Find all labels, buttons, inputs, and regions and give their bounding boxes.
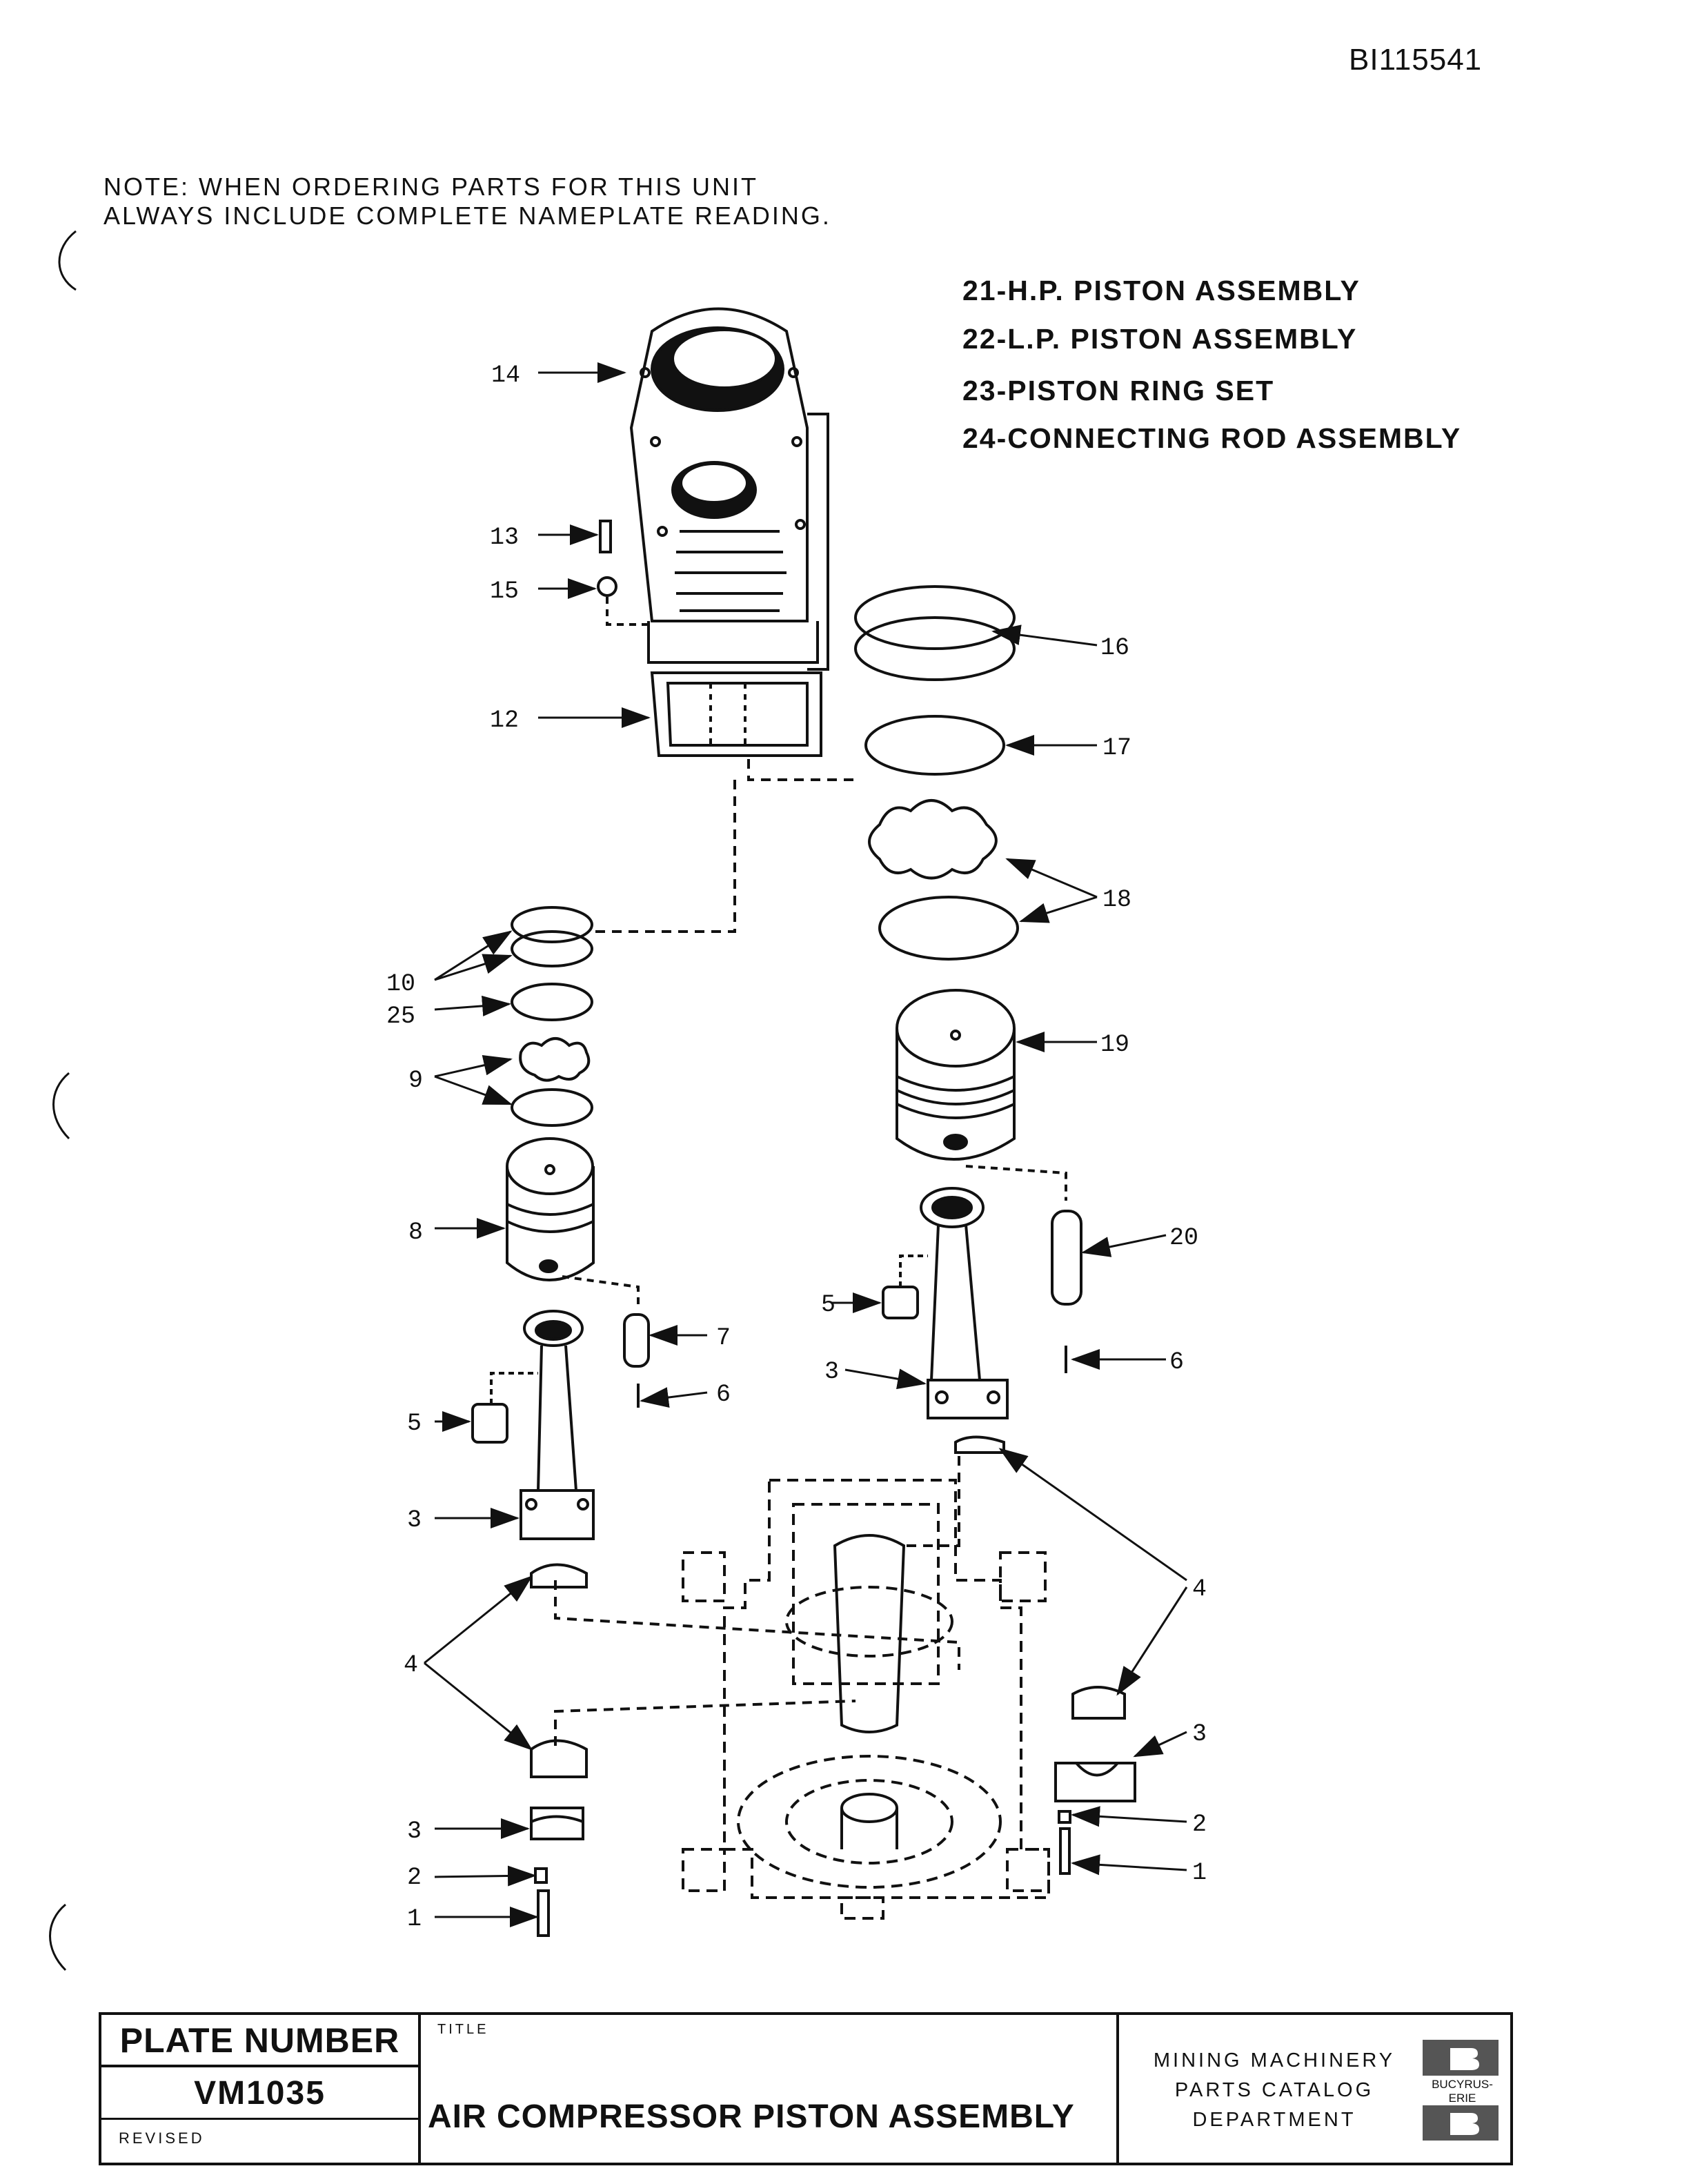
- ordering-note-line-1: NOTE: WHEN ORDERING PARTS FOR THIS UNIT: [103, 173, 759, 201]
- hp-wrist-pin: [623, 1313, 650, 1368]
- lp-piston-ring-oil: [864, 715, 1005, 776]
- callout-18: 18: [1102, 886, 1131, 914]
- lp-rod-bushing: [882, 1286, 919, 1319]
- logo-caption: BUCYRUS-ERIE: [1423, 2078, 1502, 2105]
- lp-piston-ring-lower: [854, 616, 1016, 681]
- department-line-2: PARTS CATALOG: [1174, 2079, 1374, 2101]
- document-id: BI115541: [1349, 43, 1483, 77]
- hp-piston: [506, 1137, 595, 1281]
- binder-hole-mark-top: [58, 230, 77, 291]
- legend-item-22: 22-L.P. PISTON ASSEMBLY: [962, 323, 1358, 355]
- hp-ring-expander: [519, 1037, 591, 1082]
- legend-item-23: 23-PISTON RING SET: [962, 375, 1275, 406]
- lp-cap-washer: [1058, 1810, 1071, 1824]
- callout-19: 19: [1100, 1031, 1129, 1059]
- revised-cell: REVISED: [101, 2120, 421, 2165]
- cylinder-gasket: [650, 671, 822, 757]
- plate-number-label: PLATE NUMBER: [101, 2015, 421, 2067]
- hp-piston-ring-upper: [511, 906, 593, 943]
- callout-25: 25: [386, 1003, 415, 1030]
- hp-cap-bolt: [537, 1889, 550, 1937]
- callout-9: 9: [408, 1067, 423, 1094]
- callout-2-right: 2: [1192, 1811, 1207, 1838]
- legend-item-21: 21-H.P. PISTON ASSEMBLY: [962, 275, 1361, 306]
- callout-17: 17: [1102, 734, 1131, 762]
- callout-12: 12: [490, 707, 519, 734]
- hp-rod-bushing: [471, 1403, 508, 1444]
- hp-connecting-rod: [520, 1310, 595, 1588]
- title-cell: TITLE AIR COMPRESSOR PISTON ASSEMBLY: [421, 2015, 1119, 2165]
- hp-piston-ring-bottom: [511, 1088, 593, 1127]
- callout-2-left: 2: [407, 1864, 422, 1891]
- plate-number-value: VM1035: [101, 2067, 421, 2120]
- callout-16: 16: [1100, 634, 1129, 662]
- callout-10: 10: [386, 970, 415, 998]
- binder-hole-mark-bottom: [49, 1903, 67, 1971]
- department-line-3: DEPARTMENT: [1192, 2109, 1356, 2131]
- lp-wrist-pin: [1051, 1210, 1082, 1306]
- callout-20: 20: [1169, 1224, 1198, 1252]
- cylinder-bolt: [599, 520, 612, 553]
- plate-title: AIR COMPRESSOR PISTON ASSEMBLY: [428, 2098, 1075, 2135]
- callout-14: 14: [491, 362, 520, 389]
- cylinder-block: [629, 307, 829, 671]
- crankcase: [682, 1479, 1050, 1920]
- lp-cap-bolt: [1059, 1827, 1071, 1875]
- callout-3-left-upper: 3: [407, 1506, 422, 1534]
- lp-piston-ring-bottom: [878, 896, 1019, 961]
- callout-15: 15: [490, 578, 519, 605]
- binder-hole-mark-middle: [52, 1072, 70, 1140]
- callout-6-left: 6: [716, 1381, 731, 1408]
- callout-13: 13: [490, 524, 519, 551]
- callout-4-right: 4: [1192, 1575, 1207, 1603]
- callout-3-right-lower: 3: [1192, 1720, 1207, 1748]
- revised-label: REVISED: [119, 2129, 205, 2147]
- bucyrus-erie-logo-icon: [1423, 2040, 1499, 2141]
- cylinder-washer: [597, 576, 617, 597]
- callout-1-left: 1: [407, 1905, 422, 1933]
- legend-item-24: 24-CONNECTING ROD ASSEMBLY: [962, 422, 1462, 454]
- callout-3-left-lower: 3: [407, 1818, 422, 1845]
- callout-8: 8: [408, 1219, 423, 1246]
- department-line-1: MINING MACHINERY: [1153, 2049, 1396, 2072]
- title-label: TITLE: [437, 2022, 489, 2037]
- callout-3-right-upper: 3: [824, 1358, 839, 1386]
- callout-7: 7: [716, 1324, 731, 1352]
- callout-5-left: 5: [407, 1410, 422, 1437]
- lp-rod-cap-lower: [1054, 1686, 1136, 1802]
- department-cell: MINING MACHINERY PARTS CATALOG DEPARTMEN…: [1119, 2015, 1510, 2165]
- exploded-parts-diagram: 14 13 15 12 16 17 18 10 25 9 19 8 20 5 7…: [49, 230, 1207, 1971]
- hp-cap-washer: [534, 1867, 548, 1884]
- callout-1-right: 1: [1192, 1859, 1207, 1887]
- lp-piston: [896, 989, 1016, 1161]
- callout-4-left: 4: [404, 1651, 418, 1679]
- hp-piston-ring-lower: [511, 930, 593, 967]
- lp-piston-ring-upper: [854, 585, 1016, 650]
- ordering-note-line-2: ALWAYS INCLUDE COMPLETE NAMEPLATE READIN…: [103, 201, 831, 230]
- lp-connecting-rod: [920, 1187, 1009, 1454]
- hp-piston-ring-middle: [511, 983, 593, 1021]
- callout-5-right: 5: [821, 1291, 835, 1319]
- lp-ring-expander: [868, 799, 998, 880]
- crankshaft: [833, 1534, 906, 1849]
- hp-rod-cap-lower: [530, 1739, 588, 1840]
- title-block: PLATE NUMBER VM1035 REVISED TITLE AIR CO…: [99, 2012, 1513, 2165]
- callout-6-right: 6: [1169, 1348, 1184, 1376]
